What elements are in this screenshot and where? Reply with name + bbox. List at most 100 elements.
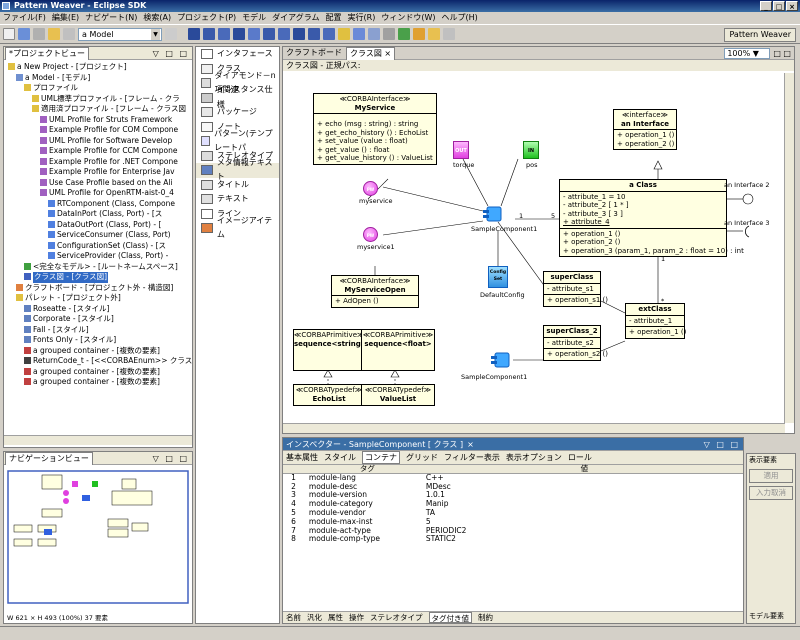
grid-icon[interactable] <box>203 28 215 40</box>
zoom-combo[interactable]: 100% ▼ <box>724 47 771 59</box>
apply-button[interactable]: 適用 <box>749 469 793 483</box>
subtab[interactable]: スタイル <box>324 453 356 462</box>
horizontal-scrollbar[interactable] <box>283 423 785 433</box>
palette-item-stereotype[interactable]: ステレオタイプ <box>196 149 279 164</box>
palette-item-diamond[interactable]: ダイアモンド－n項関連 <box>196 71 279 94</box>
palette-item-meta-text[interactable]: メタ情報テキスト <box>196 158 279 181</box>
palette-item-title[interactable]: タイトル <box>196 178 279 193</box>
tree-item[interactable]: UML Profile for Software Develop <box>4 136 192 147</box>
tree-item[interactable]: DataInPort (Class, Port) - [ス <box>4 209 192 220</box>
open-folder-icon[interactable] <box>48 28 60 40</box>
palette-item-class[interactable]: クラス <box>196 62 279 77</box>
back-layer-icon[interactable] <box>308 28 320 40</box>
nav-back-icon[interactable] <box>428 28 440 40</box>
diagram-canvas[interactable]: ≪CORBAInterface≫MyService + echo (msg : … <box>283 71 783 421</box>
tree-item[interactable]: a Model - [モデル] <box>4 73 192 84</box>
tree-item[interactable]: UML Profile for OpenRTM-aist-0_4 <box>4 188 192 199</box>
an-interface[interactable]: ≪interface≫an Interface + operation_1 ()… <box>613 109 677 150</box>
menu-diagram[interactable]: ダイアグラム <box>272 13 320 22</box>
layout-icon[interactable] <box>218 28 230 40</box>
tree-item[interactable]: a grouped container - [複数の要素] <box>4 377 192 388</box>
align-icon[interactable] <box>233 28 245 40</box>
tree-item[interactable]: a New Project - [プロジェクト] <box>4 62 192 73</box>
vertical-scrollbar[interactable] <box>784 73 794 423</box>
bottom-tab[interactable]: ステレオタイプ <box>370 613 423 622</box>
tab-class-diagram[interactable]: クラス図 × <box>346 46 396 60</box>
subtab[interactable]: ロール <box>567 453 592 462</box>
subtab[interactable]: コンテナ <box>362 451 400 464</box>
cancel-input-button[interactable]: 入力取消 <box>749 486 793 500</box>
subtab[interactable]: 基本属性 <box>286 453 318 462</box>
tree-item[interactable]: Example Profile for Enterprise Jav <box>4 167 192 178</box>
select-tool-icon[interactable] <box>188 28 200 40</box>
run-icon[interactable] <box>398 28 410 40</box>
distribute-icon[interactable] <box>248 28 260 40</box>
tree-item[interactable]: ServiceProvider (Class, Port) - <box>4 251 192 262</box>
palette-item-instance[interactable]: インスタンス仕様 <box>196 85 279 109</box>
component-icon[interactable] <box>491 351 513 369</box>
tree-item[interactable]: RTComponent (Class, Compone <box>4 199 192 210</box>
save-icon[interactable] <box>18 28 30 40</box>
view-controls[interactable]: ▽ □ □ <box>152 453 189 463</box>
bottom-tab[interactable]: 名前 <box>286 613 301 622</box>
myservice-class[interactable]: ≪CORBAInterface≫MyService + echo (msg : … <box>313 93 437 165</box>
close-icon[interactable]: × <box>467 439 474 449</box>
a-class[interactable]: a Class - attribute_1 = 10 - attribute_2… <box>559 179 744 257</box>
tree-item[interactable]: a grouped container - [複数の要素] <box>4 346 192 357</box>
palette-item-pattern[interactable]: パターン(テンプレートパ <box>196 129 279 152</box>
in-port-icon[interactable]: IN <box>523 141 539 159</box>
bottom-tab[interactable]: 操作 <box>349 613 364 622</box>
bottom-tab[interactable]: 属性 <box>328 613 343 622</box>
navigator-minimap[interactable] <box>4 465 192 611</box>
tab-craftboard[interactable]: クラフトボード <box>286 47 342 57</box>
new-icon[interactable] <box>3 28 15 40</box>
view-controls[interactable]: ▽ □ □ <box>152 48 189 58</box>
tree-item[interactable]: Use Case Profile based on the Ali <box>4 178 192 189</box>
combo-action-icon[interactable] <box>165 28 177 40</box>
group-icon[interactable] <box>263 28 275 40</box>
tree-item[interactable]: ReturnCode_t - [<<CORBAEnum>> クラス] <box>4 356 192 367</box>
bottom-tab[interactable]: タグ付き値 <box>428 612 472 623</box>
view-controls[interactable]: ▽ □ □ <box>703 439 740 449</box>
sequence-float[interactable]: ≪CORBAPrimitive≫sequence<float> <box>361 329 435 371</box>
tree-item[interactable]: 適用済プロファイル - [フレーム - クラス図 <box>4 104 192 115</box>
menu-help[interactable]: ヘルプ(H) <box>441 13 478 22</box>
tree-item[interactable]: Corporate - [スタイル] <box>4 314 192 325</box>
out-port-icon[interactable]: OUT <box>453 141 469 159</box>
palette-item-interface[interactable]: インタフェース <box>196 47 279 62</box>
extclass[interactable]: extClass - attribute_1 + operation_1 () <box>625 303 686 339</box>
echolist[interactable]: ≪CORBATypedef≫EchoList <box>293 384 365 406</box>
zoom-fit-icon[interactable] <box>323 28 335 40</box>
superclass[interactable]: superClass - attribute_s1 + operation_s1… <box>543 271 608 307</box>
tab-inspector[interactable]: インスペクター - SampleComponent [ クラス ] <box>286 439 464 449</box>
view-icon[interactable] <box>353 28 365 40</box>
ungroup-icon[interactable] <box>278 28 290 40</box>
close-button[interactable]: × <box>786 1 798 11</box>
diagram-icon[interactable] <box>368 28 380 40</box>
bottom-tab[interactable]: 汎化 <box>307 613 322 622</box>
tree-item[interactable]: Example Profile for .NET Compone <box>4 157 192 168</box>
menu-file[interactable]: ファイル(F) <box>3 13 46 22</box>
tree-item[interactable]: ServiceConsumer (Class, Port) <box>4 230 192 241</box>
minimize-button[interactable]: _ <box>760 1 772 11</box>
valuelist[interactable]: ≪CORBATypedef≫ValueList <box>361 384 435 406</box>
maximize-button[interactable]: □ <box>773 1 785 11</box>
tree-item[interactable]: Example Profile for COM Compone <box>4 125 192 136</box>
tree-item[interactable]: UML標準プロファイル - [フレーム - クラ <box>4 94 192 105</box>
nav-forward-icon[interactable] <box>443 28 455 40</box>
menu-navigate[interactable]: ナビゲート(N) <box>85 13 138 22</box>
palette-item-line[interactable]: ライン <box>196 207 279 222</box>
tree-item[interactable]: Fall - [スタイル] <box>4 325 192 336</box>
perspective-button[interactable]: Pattern Weaver <box>724 28 796 42</box>
tab-navigator[interactable]: ナビゲーションビュー <box>5 451 93 465</box>
subtab[interactable]: 表示オプション <box>505 453 562 462</box>
palette-item-note[interactable]: ノート <box>196 120 279 135</box>
tree-item[interactable]: クラス図 - [クラス図] <box>4 272 192 283</box>
menu-window[interactable]: ウィンドウ(W) <box>381 13 436 22</box>
palette-item-image[interactable]: イメージアイテム <box>196 216 279 239</box>
tree-item[interactable]: Example Profile for CCM Compone <box>4 146 192 157</box>
palette-item-package[interactable]: パッケージ <box>196 105 279 120</box>
component-icon[interactable] <box>483 205 505 223</box>
